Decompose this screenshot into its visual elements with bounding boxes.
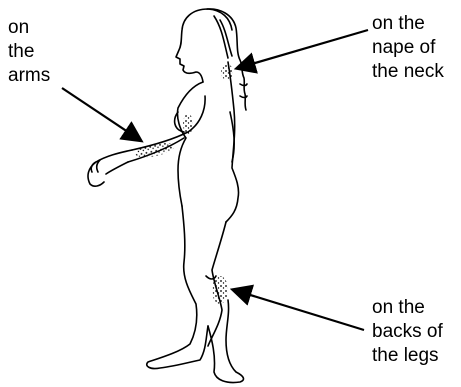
rash-neck xyxy=(221,64,233,80)
label-backs-of-legs: on the backs of the legs xyxy=(372,296,443,368)
arm-forearm xyxy=(88,150,132,186)
leg-far xyxy=(208,300,243,383)
arrow-to-legs xyxy=(234,290,364,330)
arrow-to-arms xyxy=(62,88,140,140)
back-outline xyxy=(226,62,239,222)
rash-arm xyxy=(134,140,176,160)
arm-upper xyxy=(132,96,205,150)
hair-braid xyxy=(207,9,246,110)
rash-leg xyxy=(212,276,228,304)
torso-front xyxy=(177,82,203,206)
arrow-to-neck xyxy=(238,30,368,68)
human-figure xyxy=(88,9,247,383)
label-arms: on the arms xyxy=(8,16,50,88)
leg-near xyxy=(147,206,208,369)
rash-upper-arm xyxy=(183,114,193,134)
arm-back xyxy=(230,112,234,162)
label-nape-of-neck: on the nape of the neck xyxy=(372,12,444,84)
